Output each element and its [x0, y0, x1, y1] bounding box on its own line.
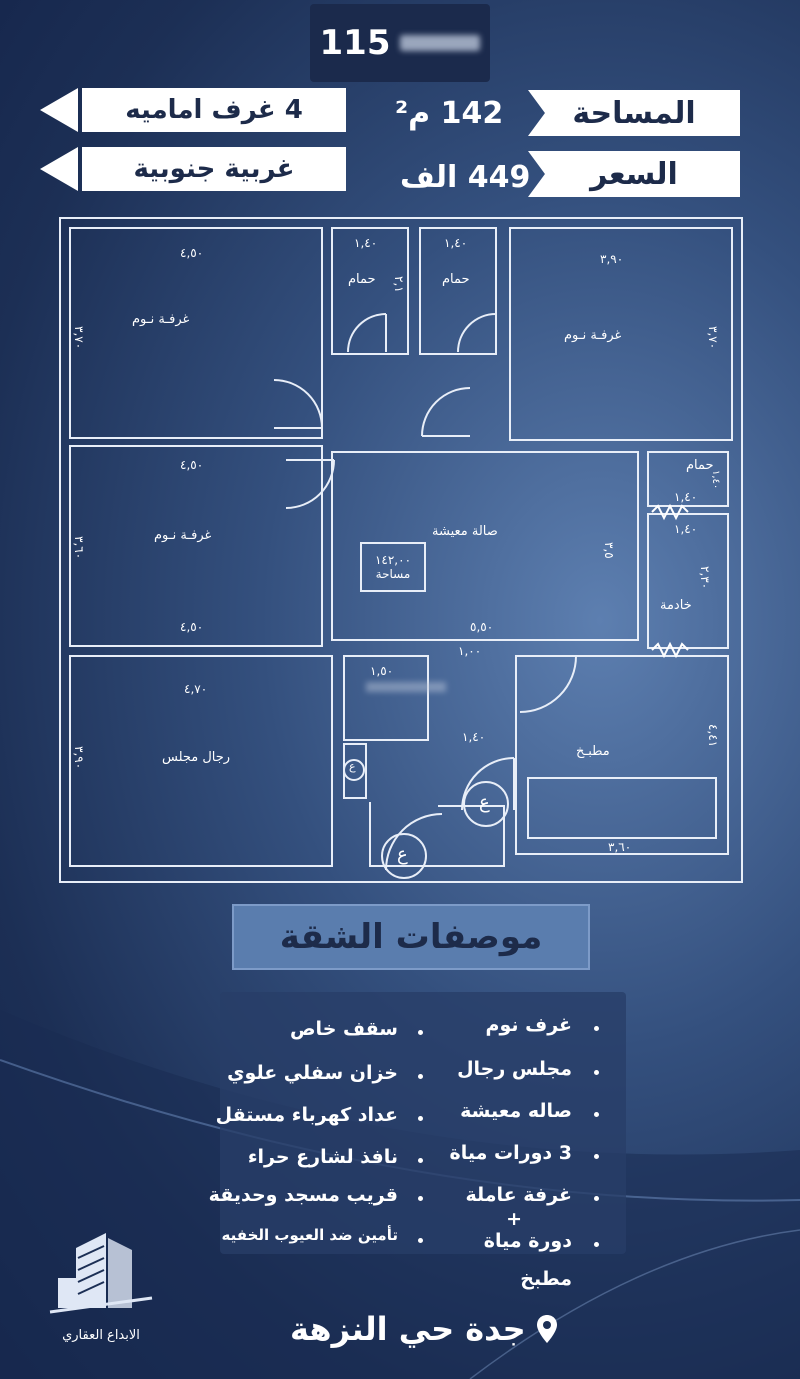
watermark — [366, 682, 446, 692]
price-label: السعر — [528, 151, 740, 197]
bullet-dot — [594, 1070, 599, 1075]
brand-name: الابداع العقاري — [62, 1328, 140, 1343]
spec-item: 3 دورات مياة — [449, 1142, 572, 1164]
dim-label: ٤,٧٠ — [184, 682, 208, 696]
area-label: المساحة — [528, 90, 740, 136]
dim-label: ٣,٦٠ — [608, 840, 632, 854]
room-label: حمام — [348, 272, 376, 287]
room-label: رجال مجلس — [162, 750, 231, 765]
dim-label: ٣,٩٠ — [600, 252, 624, 266]
brand-logo: الابداع العقاري — [36, 1228, 166, 1358]
area-box-value: ١٤٢,٠٠ — [374, 553, 412, 567]
dim-label: ١,٤٠ — [354, 236, 378, 250]
spec-item: نافذ لشارع حراء — [247, 1146, 398, 1168]
dim-label: ٥,٥٠ — [470, 620, 494, 634]
bullet-dot — [418, 1158, 423, 1163]
room-label: خادمة — [660, 598, 692, 613]
room-label: غرفـة نـوم — [154, 528, 212, 543]
dim-label: ١,٠٠ — [458, 644, 482, 658]
location-row: جدة حي النزهة — [290, 1310, 558, 1348]
bullet-dot — [594, 1112, 599, 1117]
dim-label: ٤,٥٠ — [180, 620, 204, 634]
bullet-dot — [418, 1030, 423, 1035]
dim-label: ١,٤٠ — [674, 490, 698, 504]
dim-label: ٣,٧٠ — [706, 326, 720, 350]
spec-item: تأمين ضد العيوب الخفيه — [221, 1226, 398, 1244]
spec-item: خزان سفلي علوي — [227, 1062, 398, 1084]
dim-label: ٤,٥٠ — [180, 458, 204, 472]
spec-item: دورة مياة — [483, 1230, 572, 1252]
room-label: غرفـة نـوم — [132, 312, 190, 327]
location-text: جدة حي النزهة — [290, 1310, 526, 1348]
dim-label: ١,٤٠ — [444, 236, 468, 250]
specs-panel — [220, 992, 626, 1254]
dim-label: ١,٤٠ — [462, 730, 486, 744]
room-label: حمام — [442, 272, 470, 287]
dim-label: ١,٤٠ — [674, 522, 698, 536]
floor-plan: ٤,٥٠ ٣,٧٠ غرفـة نـوم ١,٤٠ ٢,١ حمام ١,٤٠ … — [58, 216, 744, 886]
bullet-dot — [418, 1196, 423, 1201]
spec-item: غرفة عاملة — [465, 1184, 572, 1206]
spec-item: مطبخ — [520, 1268, 572, 1290]
bullet-dot — [594, 1242, 599, 1247]
listing-code-box: 115 — [310, 4, 490, 82]
room-label: صالة معيشة — [432, 524, 498, 539]
dim-label: ١,٥٠ — [370, 664, 394, 678]
bullet-dot — [594, 1196, 599, 1201]
listing-code: 115 — [319, 23, 391, 63]
bullet-dot — [594, 1154, 599, 1159]
tag-arrow — [40, 88, 78, 132]
building-logo-icon — [49, 1233, 153, 1314]
entrance-label: ع — [349, 760, 356, 773]
room-label: مطبـخ — [576, 744, 610, 759]
spec-item: سقف خاص — [290, 1018, 398, 1040]
dim-label: ٣,٩٠ — [72, 746, 86, 770]
rooms-tag: 4 غرف اماميه — [82, 88, 346, 132]
blurred-text — [400, 35, 481, 51]
entrance-label: ع — [397, 844, 408, 865]
specs-title: موصفات الشقة — [279, 917, 543, 957]
price-value: 449 الف — [400, 160, 531, 195]
dim-label: ٢,١ — [392, 276, 406, 293]
dim-label: ٤,٤١ — [706, 724, 720, 748]
dim-label: ٣,٧٠ — [72, 326, 86, 350]
location-pin-icon — [536, 1315, 557, 1343]
spec-item: غرف نوم — [485, 1014, 572, 1036]
room-label: غرفـة نـوم — [564, 328, 622, 343]
spec-item: صاله معيشة — [460, 1100, 572, 1122]
spec-item: + — [506, 1208, 522, 1230]
dim-label: ١,٤٠ — [710, 470, 721, 490]
tag-arrow — [40, 147, 78, 191]
plan-walls — [59, 217, 743, 883]
area-value: 142 م² — [395, 96, 504, 131]
spec-item: عداد كهرباء مستقل — [215, 1104, 398, 1126]
area-box-label: مساحة — [375, 567, 411, 581]
room-label: حمام — [686, 458, 714, 473]
bullet-dot — [418, 1074, 423, 1079]
spec-item: قريب مسجد وحديقة — [208, 1184, 398, 1206]
entrance-label: ع — [479, 792, 490, 813]
dim-label: ٣,٦٠ — [72, 536, 86, 560]
area-box: ١٤٢,٠٠ مساحة — [360, 542, 426, 592]
bullet-dot — [418, 1238, 423, 1243]
spec-item: مجلس رجال — [457, 1058, 572, 1080]
dim-label: ٣,٥ — [602, 542, 616, 559]
specs-title-box: موصفات الشقة — [232, 904, 590, 970]
dim-label: ٤,٥٠ — [180, 246, 204, 260]
dim-label: ٢,٣٠ — [698, 566, 712, 590]
bullet-dot — [418, 1116, 423, 1121]
bullet-dot — [594, 1026, 599, 1031]
direction-tag: غربية جنوبية — [82, 147, 346, 191]
